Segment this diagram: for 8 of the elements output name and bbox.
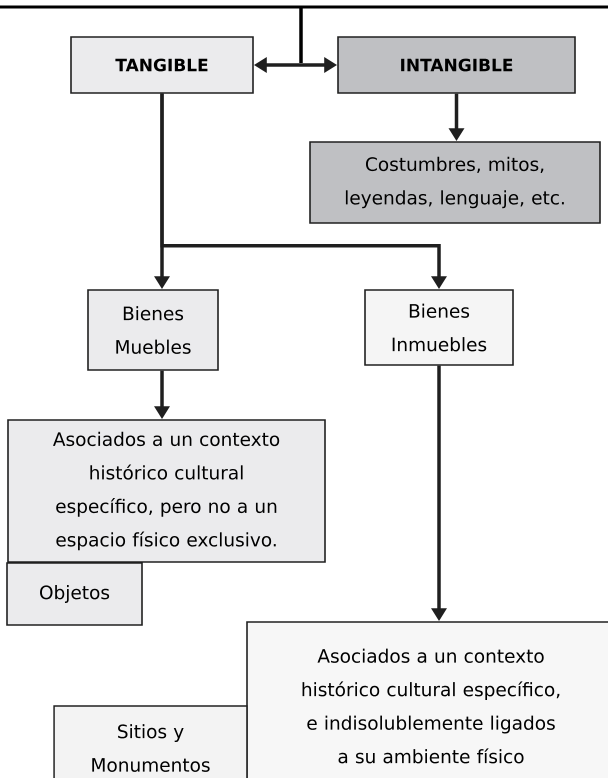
category-box: INTANGIBLE — [337, 36, 576, 94]
process-box: Bienes Muebles — [87, 289, 219, 371]
process-box: Objetos — [6, 562, 143, 626]
description-box: Asociados a un contexto histórico cultural específico, e indisolublemente ligados a su ambiente físico — [246, 621, 608, 778]
process-box: Bienes Inmuebles — [364, 289, 514, 366]
process-box: Sitios y Monumentos — [53, 705, 248, 778]
description-box: Costumbres, mitos, leyendas, lenguaje, etc. — [309, 141, 601, 224]
category-box: TANGIBLE — [70, 36, 254, 94]
